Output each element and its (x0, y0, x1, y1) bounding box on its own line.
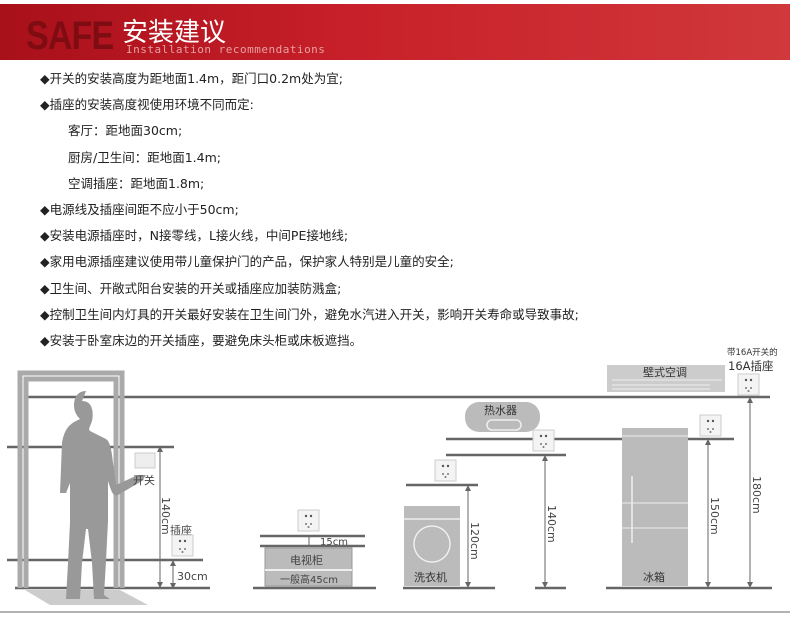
ac-label: 壁式空调 (643, 365, 687, 379)
tip: ◆电源线及插座间距不应小于50cm; (40, 201, 239, 217)
height-140-right: 140cm (545, 505, 558, 543)
switch-label: 开关 (133, 473, 155, 487)
tip: 厨房/卫生间：距地面1.4m; (68, 149, 221, 165)
socket-icon (532, 429, 555, 452)
height-120: 120cm (468, 522, 481, 560)
height-15: 15cm (320, 537, 348, 548)
ac-socket-note-1: 带16A开关的 (727, 347, 778, 358)
refrigerator (622, 428, 688, 586)
ac-socket-note-2: 16A插座 (728, 359, 774, 373)
page-subtitle: Installation recommendations (126, 43, 326, 56)
door-frame (17, 370, 125, 588)
socket-icon (171, 534, 194, 557)
page-title: 安装建议 (122, 18, 227, 48)
wall-air-conditioner (607, 365, 725, 392)
tv-cabinet (264, 547, 353, 587)
height-180: 180cm (750, 476, 763, 514)
socket-label: 插座 (170, 523, 192, 537)
fridge-label: 冰箱 (643, 570, 665, 584)
socket-icon (699, 414, 722, 437)
water-heater-label: 热水器 (484, 404, 517, 417)
tv-cabinet-label: 电视柜 (290, 553, 323, 567)
socket-icon (434, 459, 457, 482)
installation-height-diagram: 开关 140cm 插座 30cm 15cm 电视柜 一般高45cm 洗衣机 12… (0, 347, 790, 613)
height-150: 150cm (708, 497, 721, 535)
tip: ◆卫生间、开敞式阳台安装的开关或插座应加装防溅盒; (40, 280, 342, 296)
height-30: 30cm (177, 570, 208, 583)
tip: 空调插座：距地面1.8m; (68, 175, 205, 191)
height-140-left: 140cm (159, 497, 172, 535)
tip: ◆家用电源插座建议使用带儿童保护门的产品，保护家人特别是儿童的安全; (40, 254, 454, 270)
safe-logo: SAFE (26, 14, 114, 58)
tip: ◆插座的安装高度视使用环境不同而定: (40, 97, 254, 113)
tip: ◆控制卫生间内灯具的开关最好安装在卫生间门外，避免水汽进入开关，影响开关寿命或导… (40, 306, 579, 322)
socket-icon (297, 509, 320, 532)
socket-16a-icon (737, 373, 760, 396)
tips-list: ◆开关的安装高度为距地面1.4m，距门口0.2m处为宜; ◆插座的安装高度视使用… (40, 68, 579, 356)
tip: ◆开关的安装高度为距地面1.4m，距门口0.2m处为宜; (40, 71, 343, 86)
tip: ◆安装电源插座时，N接零线，L接火线，中间PE接地线; (40, 228, 349, 244)
floor-mat (25, 590, 148, 605)
person-silhouette (60, 391, 146, 599)
header-banner: SAFE 安装建议 Installation recommendations (0, 4, 790, 60)
tip: 客厅：距地面30cm; (68, 123, 183, 139)
tip: ◆安装于卧室床边的开关插座，要避免床头柜或床板遮挡。 (40, 332, 363, 348)
switch-plate (134, 452, 156, 469)
tv-cabinet-height: 一般高45cm (280, 573, 338, 586)
washer-label: 洗衣机 (414, 570, 447, 584)
